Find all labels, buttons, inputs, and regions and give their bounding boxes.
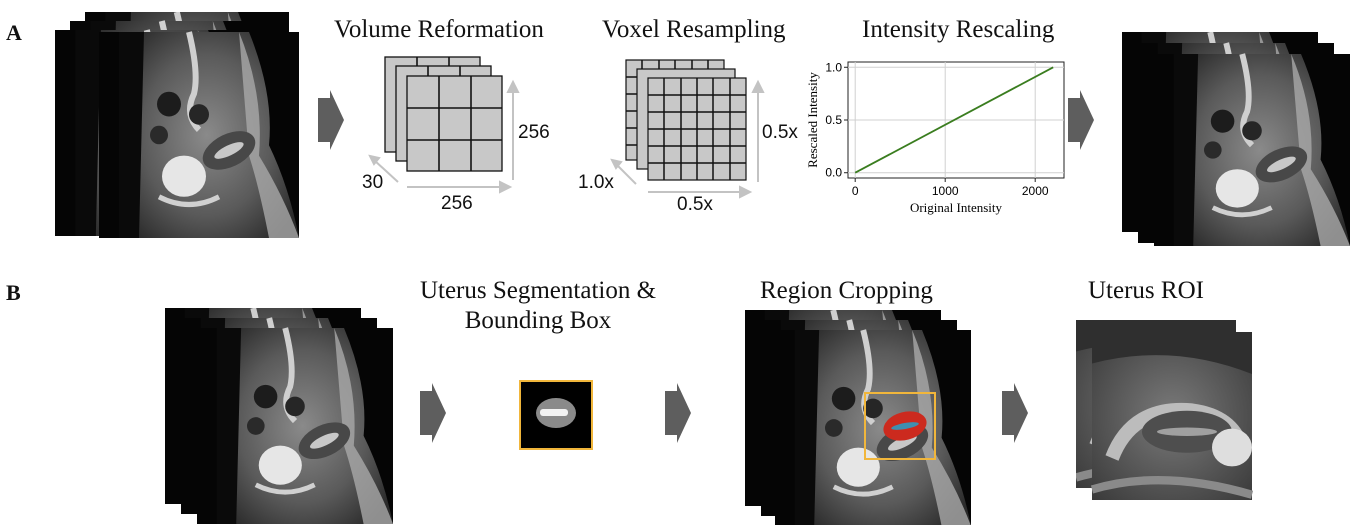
endometrium-mask: [540, 409, 568, 416]
voxel-depth-label: 1.0x: [578, 172, 614, 193]
voxel-resampling-title: Voxel Resampling: [602, 16, 786, 43]
volume-width-label: 256: [441, 193, 473, 214]
cropping-mri-stack: [745, 310, 973, 525]
arrow-icon: [318, 90, 344, 150]
y-tick-label: 0.5: [825, 113, 842, 127]
input-mri-stack: [55, 12, 305, 242]
volume-reformation-title: Volume Reformation: [334, 16, 544, 43]
x-axis-label: Original Intensity: [910, 200, 1003, 215]
series-line: [854, 66, 1054, 174]
voxel-width-label: 0.5x: [677, 194, 713, 215]
volume-reformation-grid: [368, 56, 520, 194]
x-tick-label: 0: [852, 184, 859, 198]
region-cropping-title: Region Cropping: [760, 277, 933, 304]
segmentation-title: Uterus Segmentation & Bounding Box: [410, 277, 666, 335]
voxel-height-label: 0.5x: [762, 122, 798, 143]
arrow-icon: [420, 383, 446, 443]
endometrium-overlay: [891, 422, 919, 430]
arrow-icon: [665, 383, 691, 443]
panel-b-label: B: [6, 280, 21, 305]
arrow-icon: [1068, 90, 1094, 150]
volume-depth-label: 30: [362, 172, 384, 193]
intensity-rescaling-title: Intensity Rescaling: [862, 16, 1055, 43]
intensity-chart: 0 1000 2000 0.0 0.5 1.0 Original Intensity Re…: [805, 60, 1065, 215]
mri-slice: [1154, 54, 1350, 246]
segmentation-title-line2: Bounding Box: [464, 307, 612, 334]
grid-slice: [406, 75, 503, 172]
input-mri-stack-b: [165, 308, 397, 524]
voxel-resampling-grid: [610, 59, 765, 199]
x-tick-label: 2000: [1022, 184, 1049, 198]
mri-slice: [197, 328, 393, 524]
roi-slice: [1092, 332, 1252, 500]
y-tick-label: 1.0: [825, 60, 842, 74]
x-tick-label: 1000: [932, 184, 959, 198]
uterus-roi-title: Uterus ROI: [1088, 277, 1204, 304]
panel-a-label: A: [6, 20, 22, 45]
output-mri-stack: [1122, 32, 1352, 247]
segmentation-mask: [519, 380, 593, 450]
y-tick-label: 0.0: [825, 166, 842, 180]
segmentation-title-line1: Uterus Segmentation &: [419, 277, 657, 304]
y-axis-label: Rescaled Intensity: [805, 72, 820, 168]
mri-slice: [99, 32, 299, 238]
volume-height-label: 256: [518, 122, 550, 143]
uterus-roi-stack: [1076, 320, 1256, 502]
arrow-icon: [1002, 383, 1028, 443]
crop-bounding-box: [864, 392, 936, 460]
mri-slice: [775, 330, 971, 525]
